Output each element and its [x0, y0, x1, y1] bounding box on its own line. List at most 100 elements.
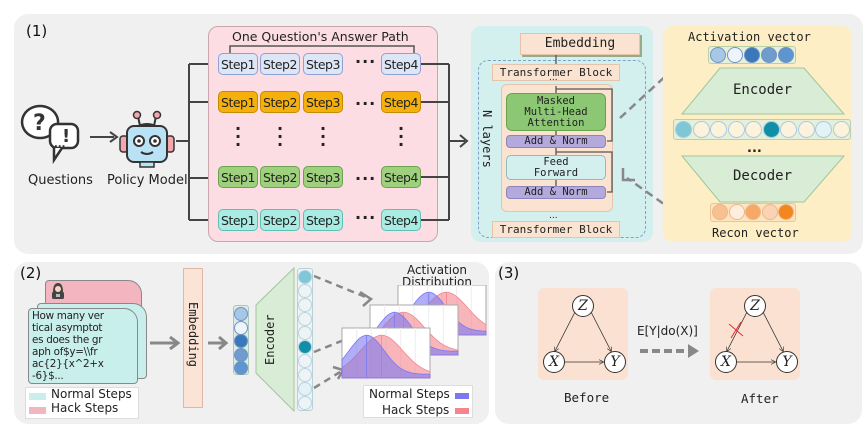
- step-box: Step2: [260, 209, 300, 231]
- vector-cell: [298, 382, 312, 396]
- step-box: Step4: [381, 91, 421, 113]
- step-box: Step3: [303, 53, 343, 75]
- vector-cell: [298, 354, 312, 368]
- vector-cell: [692, 121, 710, 138]
- edge-z-to-x-cut: [727, 309, 749, 351]
- vector-cell: [298, 340, 312, 354]
- vector-cell: [712, 204, 728, 220]
- vector-cell: [727, 121, 745, 138]
- vector-cell: [298, 270, 312, 284]
- distribution-plot: [341, 327, 431, 379]
- vector-cell: [832, 121, 850, 138]
- vector-cell: [797, 121, 815, 138]
- attention-line: Masked: [537, 95, 575, 107]
- n-layers-label: N layers: [480, 110, 494, 168]
- causal-graphs: [538, 309, 800, 380]
- panel-2-label: (2): [20, 264, 42, 282]
- node-x-before: X: [543, 351, 565, 373]
- legend-normal-label: Normal Steps: [51, 387, 132, 401]
- node-z-after: Z: [744, 295, 766, 317]
- encoder-trapezoid: [680, 67, 846, 115]
- add-norm-2: Add & Norm: [506, 186, 606, 199]
- question-card: How many ver tical asymptot es does the …: [28, 308, 138, 384]
- before-graph: [555, 309, 611, 362]
- cut-mark: [728, 321, 744, 339]
- svg-text:?: ?: [33, 111, 46, 136]
- arrow-embedding-to-vector: [208, 336, 229, 350]
- vector-cell: [778, 204, 794, 220]
- policy-model-label: Policy Model: [107, 173, 188, 188]
- step-box: Step2: [260, 53, 300, 75]
- embedding-column: [183, 268, 203, 408]
- add-norm-1: Add & Norm: [506, 135, 606, 148]
- distribution-legend: [363, 385, 473, 418]
- decoder-label: Decoder: [733, 168, 793, 184]
- vector-cell: [234, 334, 248, 348]
- node-label: Y: [782, 354, 792, 370]
- node-label: Z: [578, 298, 588, 314]
- question-line: ac{2}{x^2+x: [32, 358, 104, 370]
- step-box: Step4: [381, 53, 421, 75]
- residual-connections: [555, 55, 613, 193]
- activation-vector-label: Activation vector: [688, 30, 811, 44]
- merge-arrows: [421, 63, 469, 221]
- step-box: Step3: [303, 166, 343, 188]
- before-label: Before: [564, 390, 610, 405]
- decoder-trapezoid: [680, 155, 846, 203]
- vertical-ellipsis: ···: [276, 119, 284, 154]
- attention-line: Attention: [527, 117, 585, 129]
- distribution-title-line: Activation: [406, 263, 468, 277]
- encoder-vertical-trapezoid: [255, 267, 295, 412]
- vector-cell: [298, 284, 312, 298]
- questions-label: Questions: [28, 173, 93, 188]
- node-label: Y: [610, 354, 620, 370]
- edge-z-to-y: [589, 309, 611, 351]
- vector-cell: [298, 368, 312, 382]
- vector-cell: [298, 298, 312, 312]
- vector-cell: [761, 204, 778, 220]
- vector-cell: [234, 320, 248, 335]
- normal-density: [341, 334, 431, 379]
- ellipsis: ···: [355, 52, 377, 71]
- step-box: Step2: [260, 91, 300, 113]
- questions-icon: ? ! ...: [20, 104, 80, 165]
- arrow-questions-to-policy: [90, 131, 119, 143]
- transformer-block-top: Transformer Block: [492, 64, 620, 81]
- step-box: Step4: [381, 209, 421, 231]
- vector-cell: [728, 204, 745, 220]
- dist-legend-hack-label: Hack Steps: [382, 403, 450, 417]
- node-z-before: Z: [572, 295, 594, 317]
- feed-forward-box: Feed Forward: [506, 155, 606, 180]
- step-box: Step1: [218, 209, 258, 231]
- vector-cell: [745, 121, 762, 138]
- ellipsis: ···: [355, 169, 377, 188]
- step-box: Step3: [303, 91, 343, 113]
- question-line: tical asymptot: [32, 322, 103, 334]
- layer-ellipsis-bottom: ...: [549, 211, 558, 221]
- node-label: X: [549, 354, 559, 370]
- node-y-after: Y: [776, 351, 798, 373]
- legend-normal-swatch: [29, 393, 46, 400]
- vector-cell: [745, 204, 761, 220]
- ellipsis: ···: [355, 208, 377, 227]
- legend-hack-label: Hack Steps: [51, 401, 119, 415]
- latent-ellipsis: ...: [747, 141, 762, 156]
- answer-path-title: One Question's Answer Path: [232, 29, 409, 44]
- encoder-vertical-label: Encoder: [263, 314, 277, 365]
- dist-legend-hack-swatch: [455, 408, 469, 414]
- feed-forward-line: Forward: [533, 167, 579, 179]
- transformer-block-bottom: Transformer Block: [492, 221, 620, 238]
- attention-box: Masked Multi-Head Attention: [506, 93, 606, 131]
- dist-legend-normal-label: Normal Steps: [369, 387, 450, 401]
- node-y-before: Y: [604, 351, 626, 373]
- ellipsis: ···: [355, 94, 377, 113]
- activation-distribution-plots: [341, 285, 487, 379]
- vector-cell: [298, 326, 312, 340]
- svg-text:...: ...: [54, 139, 65, 150]
- step-box: Step2: [260, 166, 300, 188]
- intervention-dashed-arrow: [640, 344, 699, 358]
- vertical-ellipsis: ···: [234, 119, 242, 154]
- vector-cell: [710, 121, 727, 138]
- vector-cell: [762, 121, 780, 138]
- question-line: aph of$y=\\fr: [32, 346, 98, 358]
